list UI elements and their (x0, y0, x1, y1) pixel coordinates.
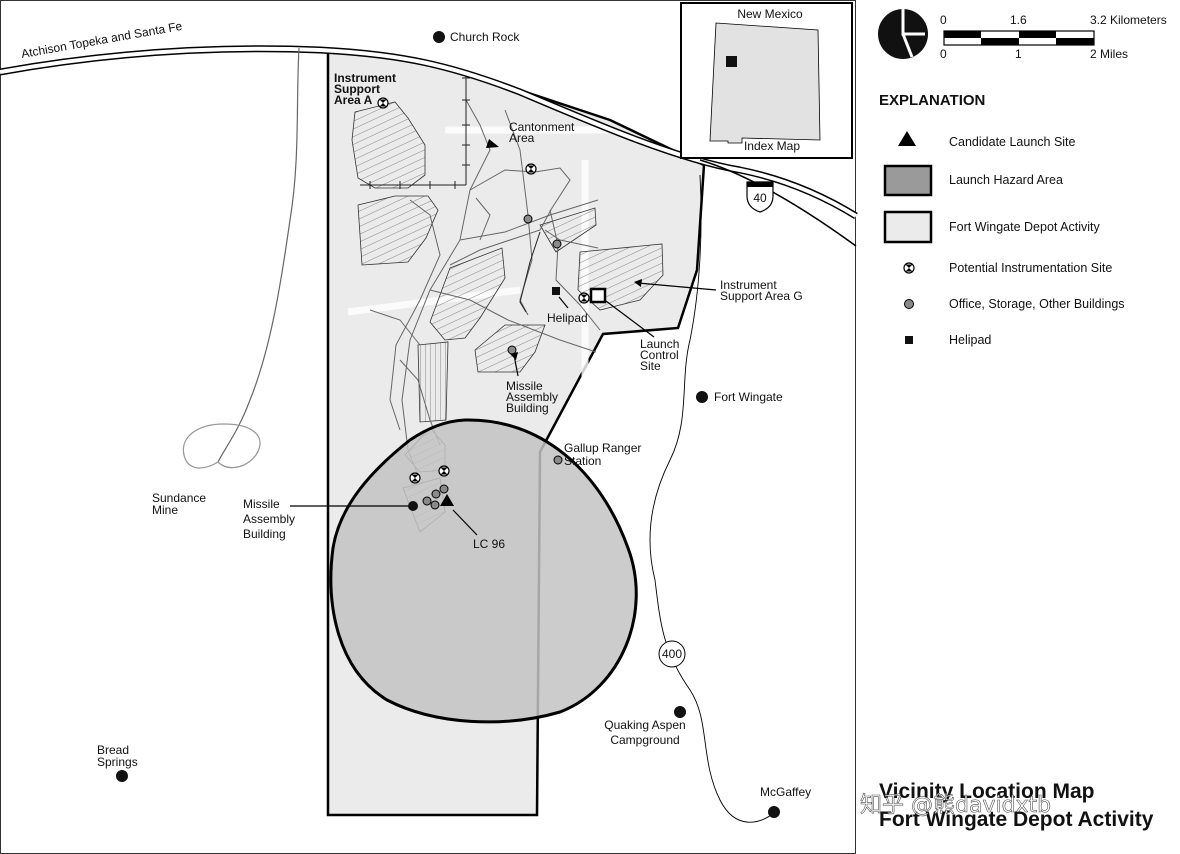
fort-wingate-dot (696, 391, 708, 403)
nm400-shield: 400 (658, 640, 686, 668)
i40-number: 40 (753, 191, 767, 205)
railroad-inner (0, 46, 858, 218)
building-dots (422, 214, 563, 510)
legend: EXPLANATION Candidate Launch Site Launch… (879, 92, 1125, 347)
legend-label-buildings: Office, Storage, Other Buildings (949, 297, 1125, 311)
legend-instrument-icon (903, 262, 915, 274)
mcgaffey-label: McGaffey (760, 785, 811, 799)
scale-km-0: 0 (940, 13, 947, 27)
instrument-site (438, 465, 450, 477)
area-g-arrowhead (634, 279, 642, 287)
gallup-ranger-station-dot (553, 455, 563, 465)
nm400-number: 400 (662, 647, 682, 661)
church-rock-label: Church Rock (450, 30, 520, 44)
scale-mi-0: 0 (940, 47, 947, 61)
bread-springs-dot (116, 770, 128, 782)
legend-hazard-swatch (883, 164, 933, 197)
launch-hazard-area (329, 418, 638, 724)
legend-depot-swatch (883, 210, 933, 244)
leader-lines (290, 282, 717, 536)
new-mexico-outline (709, 22, 821, 144)
trail-road (519, 231, 541, 313)
legend-gray-dot-icon (904, 299, 914, 309)
scale-mi-2: 2 Miles (1090, 47, 1128, 61)
instrument-site-a (377, 97, 389, 109)
missile-bldg-arrowhead (510, 352, 518, 360)
map-title-line2: Fort Wingate Depot Activity (879, 808, 1154, 831)
legend-label-depot: Fort Wingate Depot Activity (949, 220, 1101, 234)
instrument-site (525, 163, 537, 175)
map-title-line1: Vicinity Location Map (879, 780, 1094, 803)
legend-title: EXPLANATION (879, 92, 985, 109)
legend-label-launch-site: Candidate Launch Site (949, 135, 1076, 149)
inset-title: New Mexico (737, 7, 803, 21)
scale-km-1: 1.6 (1010, 13, 1027, 27)
cantonment-pointer (486, 139, 499, 148)
missile-assembly-dot (408, 501, 418, 511)
legend-triangle-icon (898, 131, 916, 146)
sundance-mine-loop (182, 423, 261, 469)
instrument-site (409, 472, 421, 484)
quaking-aspen-dot (674, 706, 686, 718)
depot-roads (369, 75, 601, 481)
church-rock-dot (433, 31, 445, 43)
north-arrow-icon (878, 9, 928, 59)
helipad-marker (552, 287, 560, 295)
lc96-label: LC 96 (473, 537, 505, 551)
inset-location-marker (726, 56, 737, 67)
scale-bar: 0 1.6 3.2 Kilometers 0 1 2 Miles (940, 13, 1167, 61)
mcgaffey-dot (768, 806, 780, 818)
fort-wingate-label: Fort Wingate (714, 390, 783, 404)
scale-mi-1: 1 (1015, 47, 1022, 61)
index-inset-map: New Mexico Index Map (680, 2, 853, 159)
instrument-site-g (578, 292, 590, 304)
watermark-text: 知乎 @熊davidxtb (860, 793, 1051, 818)
town-dots (116, 31, 780, 818)
nm-400-road (649, 174, 776, 823)
legend-label-helipad: Helipad (949, 333, 991, 347)
legend-label-hazard: Launch Hazard Area (949, 173, 1063, 187)
scale-km-2: 3.2 Kilometers (1090, 13, 1167, 27)
helipad-label: Helipad (547, 311, 588, 325)
fence-line (360, 75, 470, 189)
launch-site-triangle (440, 494, 454, 506)
inset-caption: Index Map (744, 139, 800, 153)
legend-helipad-icon (905, 336, 913, 344)
launch-control-site-marker (589, 287, 607, 304)
i40-shield: 40 (746, 181, 774, 213)
legend-label-instrument: Potential Instrumentation Site (949, 261, 1112, 275)
